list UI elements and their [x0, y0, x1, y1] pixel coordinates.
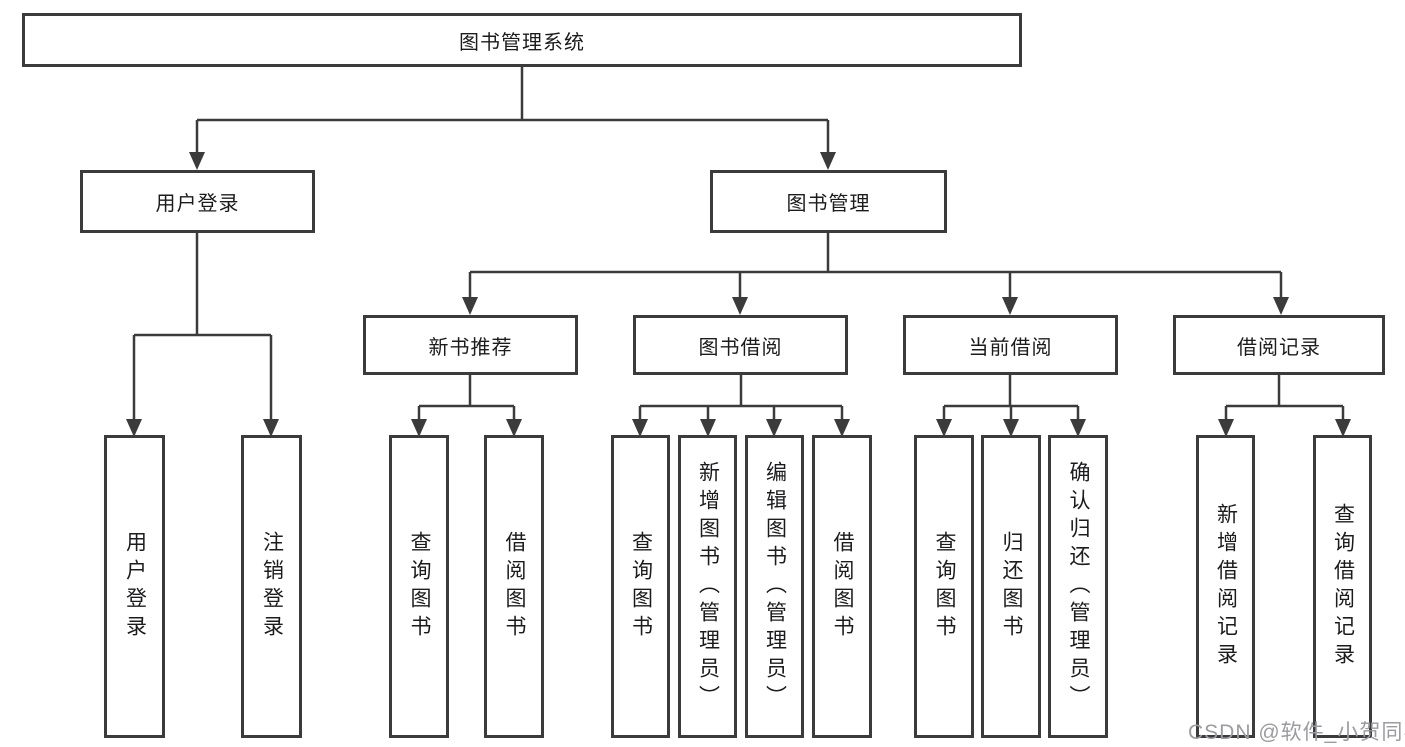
- leaf-label: 查询图书: [408, 530, 431, 643]
- leaf-label: 用户登录: [123, 530, 147, 643]
- leaf-current-confirm-return-admin: 确认归还（管理员）: [1048, 435, 1108, 738]
- leaf-borrow-edit-books-admin: 编辑图书（管理员）: [745, 435, 804, 738]
- leaf-label: 查询图书: [933, 530, 956, 643]
- leaf-label: 查询图书: [629, 530, 653, 643]
- leaf-borrow-borrow-books: 借阅图书: [812, 435, 872, 738]
- csdn-watermark: CSDN @软件_小贺同学: [1188, 721, 1405, 744]
- leaf-label: 归还图书: [1000, 530, 1023, 643]
- leaf-user-login: 用户登录: [104, 435, 165, 738]
- leaf-label: 新增图书（管理员）: [696, 460, 720, 713]
- leaf-label: 借阅图书: [503, 530, 526, 643]
- arrowhead: [732, 297, 748, 315]
- leaf-label: 查询借阅记录: [1331, 502, 1355, 671]
- leaf-label: 注销登录: [260, 530, 284, 643]
- node-current-borrow: 当前借阅: [903, 315, 1118, 375]
- leaf-logout: 注销登录: [241, 435, 302, 738]
- leaf-borrow-add-books-admin: 新增图书（管理员）: [678, 435, 737, 738]
- node-book-management-branch: 图书管理: [710, 170, 947, 233]
- leaf-label: 新增借阅记录: [1214, 502, 1238, 671]
- arrowhead: [1273, 297, 1289, 315]
- leaf-label: 编辑图书（管理员）: [763, 460, 787, 713]
- leaf-label: 确认归还（管理员）: [1067, 460, 1090, 713]
- arrowhead: [189, 152, 205, 170]
- leaf-recommend-query-books: 查询图书: [389, 435, 449, 738]
- node-new-book-recommend: 新书推荐: [363, 315, 578, 375]
- node-root-library-system: 图书管理系统: [22, 13, 1022, 67]
- node-user-login-branch: 用户登录: [80, 170, 315, 233]
- leaf-records-add-borrow-record: 新增借阅记录: [1196, 435, 1255, 738]
- leaf-current-return-books: 归还图书: [981, 435, 1041, 738]
- node-book-borrow: 图书借阅: [633, 315, 848, 375]
- leaf-borrow-query-books: 查询图书: [611, 435, 670, 738]
- leaf-records-query-borrow-record: 查询借阅记录: [1313, 435, 1372, 738]
- node-borrow-records: 借阅记录: [1173, 315, 1385, 375]
- leaf-label: 借阅图书: [831, 530, 854, 643]
- arrowhead: [462, 297, 478, 315]
- arrowhead: [1002, 297, 1018, 315]
- leaf-recommend-borrow-books: 借阅图书: [484, 435, 544, 738]
- arrowhead: [820, 152, 836, 170]
- leaf-current-query-books: 查询图书: [914, 435, 974, 738]
